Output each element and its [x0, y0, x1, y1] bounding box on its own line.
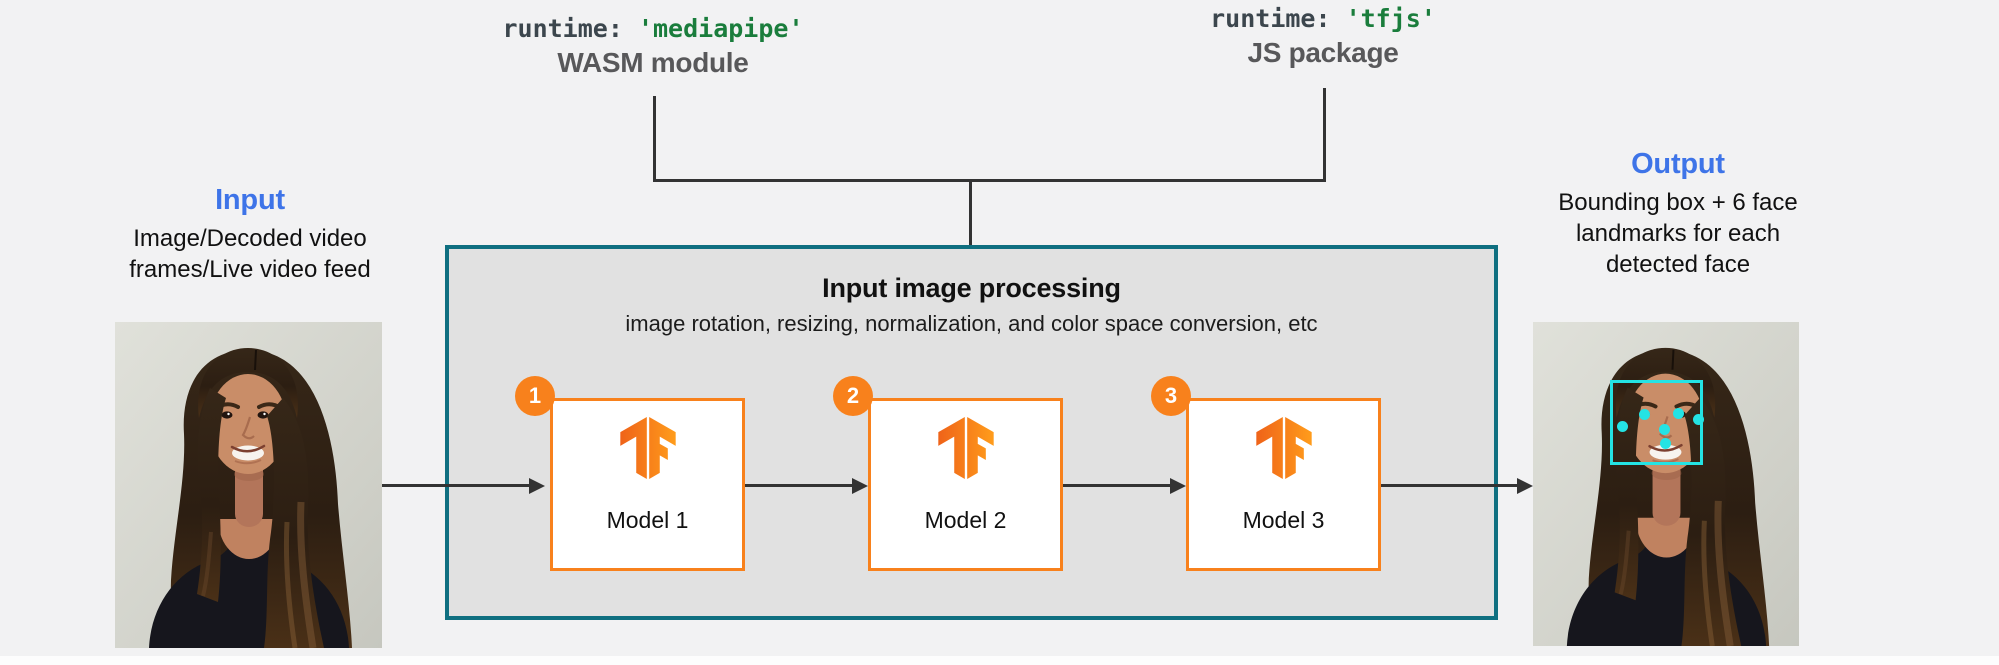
tensorflow-logo-icon: [937, 417, 994, 479]
landmark-dot-left-eye: [1638, 408, 1650, 420]
landmark-dot-left-ear: [1616, 420, 1628, 432]
wasm-module-label: WASM module: [557, 47, 749, 78]
js-package-label: JS package: [1247, 37, 1399, 68]
input-block: Input Image/Decoded video frames/Live vi…: [110, 184, 390, 285]
code-key: runtime:: [502, 14, 638, 43]
output-title: Output: [1631, 148, 1725, 180]
input-photo: [115, 322, 382, 648]
flow-arrow-input-to-model1: [382, 484, 529, 487]
runtime-callout-tfjs: runtime: 'tfjs' JS package: [1123, 4, 1523, 69]
model-box-2: 2 Model 2: [833, 376, 1063, 571]
model-box-3: 3 Model 3: [1151, 376, 1381, 571]
step-badge-1: 1: [515, 376, 555, 416]
code-key: runtime:: [1210, 4, 1346, 33]
flow-arrow-model1-to-model2: [745, 484, 852, 487]
flow-arrow-model2-to-model3: [1063, 484, 1170, 487]
input-title: Input: [215, 184, 285, 216]
input-description: Image/Decoded video frames/Live video fe…: [129, 225, 371, 283]
connector-line-tfjs-drop: [1323, 88, 1326, 180]
model-label: Model 1: [606, 507, 689, 533]
model-label: Model 2: [924, 507, 1007, 533]
landmark-dot-right-eye: [1672, 407, 1684, 419]
landmark-dot-mouth: [1659, 437, 1671, 449]
connector-line-mediapipe-drop: [653, 96, 656, 180]
step-badge-3: 3: [1151, 376, 1191, 416]
connector-line-joiner: [653, 179, 1326, 182]
code-value: 'tfjs': [1345, 4, 1436, 33]
face-detection-overlay: [1533, 322, 1799, 646]
output-photo: [1533, 322, 1799, 646]
runtime-callout-mediapipe: runtime: 'mediapipe' WASM module: [458, 14, 848, 79]
runtime-code-mediapipe: runtime: 'mediapipe': [458, 14, 848, 43]
model-box-1: 1 Model 1: [515, 376, 745, 571]
output-description: Bounding box + 6 face landmarks for each…: [1558, 189, 1798, 278]
step-badge-2: 2: [833, 376, 873, 416]
code-value: 'mediapipe': [637, 14, 804, 43]
runtime-code-tfjs: runtime: 'tfjs': [1123, 4, 1523, 33]
panel-subtitle: image rotation, resizing, normalization,…: [625, 311, 1318, 336]
connector-line-center-drop: [969, 179, 972, 247]
landmark-dot-right-ear: [1692, 413, 1704, 425]
tensorflow-logo-icon: [619, 417, 676, 479]
panel-title: Input image processing: [822, 273, 1121, 303]
flow-arrow-model3-to-output: [1381, 484, 1517, 487]
tensorflow-logo-icon: [1255, 417, 1312, 479]
model-label: Model 3: [1242, 507, 1325, 533]
woman-portrait-photo: [115, 322, 382, 648]
landmark-dot-nose: [1658, 423, 1670, 435]
bottom-white-strip: [0, 656, 1999, 665]
output-block: Output Bounding box + 6 face landmarks f…: [1548, 148, 1808, 280]
